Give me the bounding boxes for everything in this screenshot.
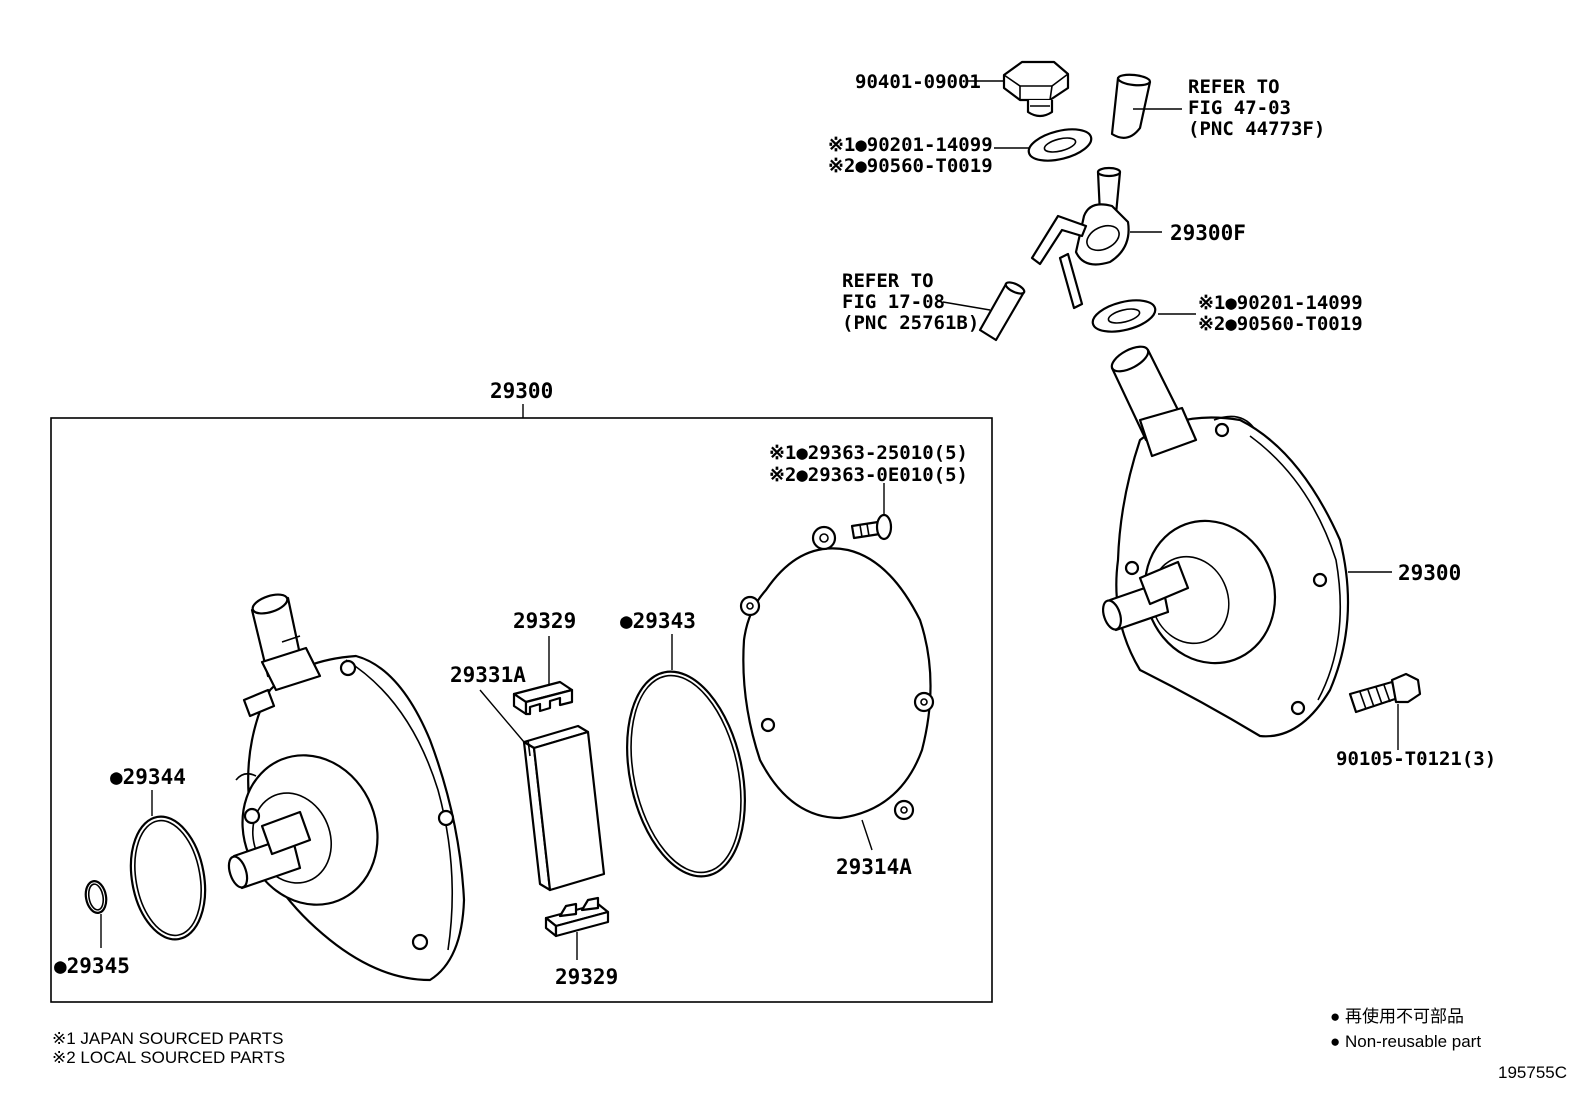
gasket-mid (1091, 299, 1157, 333)
gasket-top (1027, 128, 1093, 162)
bolt-90105 (1348, 672, 1422, 714)
oring-29345 (84, 880, 108, 914)
label-29329-bottom: 29329 (555, 965, 618, 989)
hose-top (1110, 73, 1152, 139)
label-29331A: 29331A (450, 663, 526, 687)
union-fitting (1030, 166, 1130, 310)
label-29300-right: 29300 (1398, 561, 1461, 585)
label-refer-left-1: REFER TO (842, 270, 934, 292)
label-refer-top-3: (PNC 44773F) (1188, 118, 1325, 140)
hose-left (978, 281, 1026, 342)
label-29314A: 29314A (836, 855, 912, 879)
label-90401-09001: 90401-09001 (855, 71, 981, 93)
legend-nonreusable-en: ● Non-reusable part (1330, 1032, 1481, 1051)
note-local-sourced: ※2 LOCAL SOURCED PARTS (52, 1048, 285, 1067)
label-29344: ●29344 (110, 765, 186, 789)
label-gasket-top-2: ※2●90560-T0019 (828, 155, 993, 177)
assembly-box (50, 417, 993, 1003)
legend-nonreusable-jp: ● 再使用不可部品 (1330, 1006, 1464, 1026)
label-refer-top-2: FIG 47-03 (1188, 97, 1291, 119)
label-29300-box: 29300 (490, 379, 553, 403)
figure-id: 195755C (1498, 1063, 1567, 1082)
vane-top (512, 680, 574, 716)
plug-bolt (1002, 60, 1070, 118)
label-gasket-mid-1: ※1●90201-14099 (1198, 292, 1363, 314)
cover-plate (739, 525, 935, 821)
label-90105-T0121: 90105-T0121(3) (1336, 748, 1496, 770)
label-refer-left-3: (PNC 25761B) (842, 312, 979, 334)
label-gasket-mid-2: ※2●90560-T0019 (1198, 313, 1363, 335)
label-29343: ●29343 (620, 609, 696, 633)
label-screw-1: ※1●29363-25010(5) (769, 442, 968, 464)
label-29345: ●29345 (54, 954, 130, 978)
oring-29344 (129, 815, 207, 941)
pump-body-exploded (227, 593, 466, 982)
note-japan-sourced: ※1 JAPAN SOURCED PARTS (52, 1029, 284, 1048)
label-refer-top-1: REFER TO (1188, 76, 1280, 98)
label-29329-top: 29329 (513, 609, 576, 633)
screw-29363 (850, 513, 893, 541)
label-refer-left-2: FIG 17-08 (842, 291, 945, 313)
vacuum-pump-assembled (1101, 345, 1350, 738)
label-screw-2: ※2●29363-0E010(5) (769, 464, 968, 486)
rotor-29331A (522, 724, 606, 892)
label-gasket-top-1: ※1●90201-14099 (828, 134, 993, 156)
oring-29343 (626, 670, 746, 878)
label-29300F: 29300F (1170, 221, 1246, 245)
vane-bottom (544, 896, 610, 938)
